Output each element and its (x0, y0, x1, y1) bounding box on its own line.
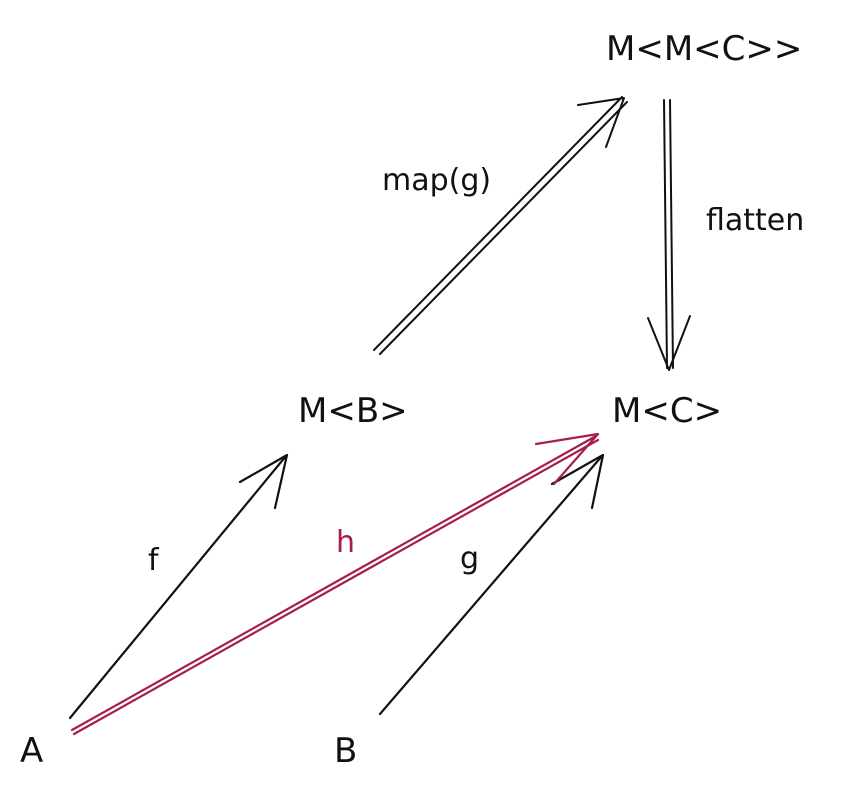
flatten-arrow (647, 99, 691, 371)
f-arrow (68, 453, 289, 720)
node-m-m-c: M<M<C>> (606, 29, 802, 69)
node-a: A (20, 731, 43, 771)
g-arrow (378, 453, 605, 716)
edge-label-flatten: flatten (706, 203, 804, 238)
node-m-b: M<B> (298, 391, 408, 431)
edge-label-map-g: map(g) (382, 163, 491, 198)
edge-label-g: g (460, 541, 479, 576)
map-g-arrow (373, 96, 628, 355)
edge-label-f: f (148, 543, 160, 578)
node-b: B (334, 731, 357, 771)
node-m-c: M<C> (612, 391, 722, 431)
h-arrow (70, 432, 600, 736)
edge-label-h: h (336, 525, 355, 560)
